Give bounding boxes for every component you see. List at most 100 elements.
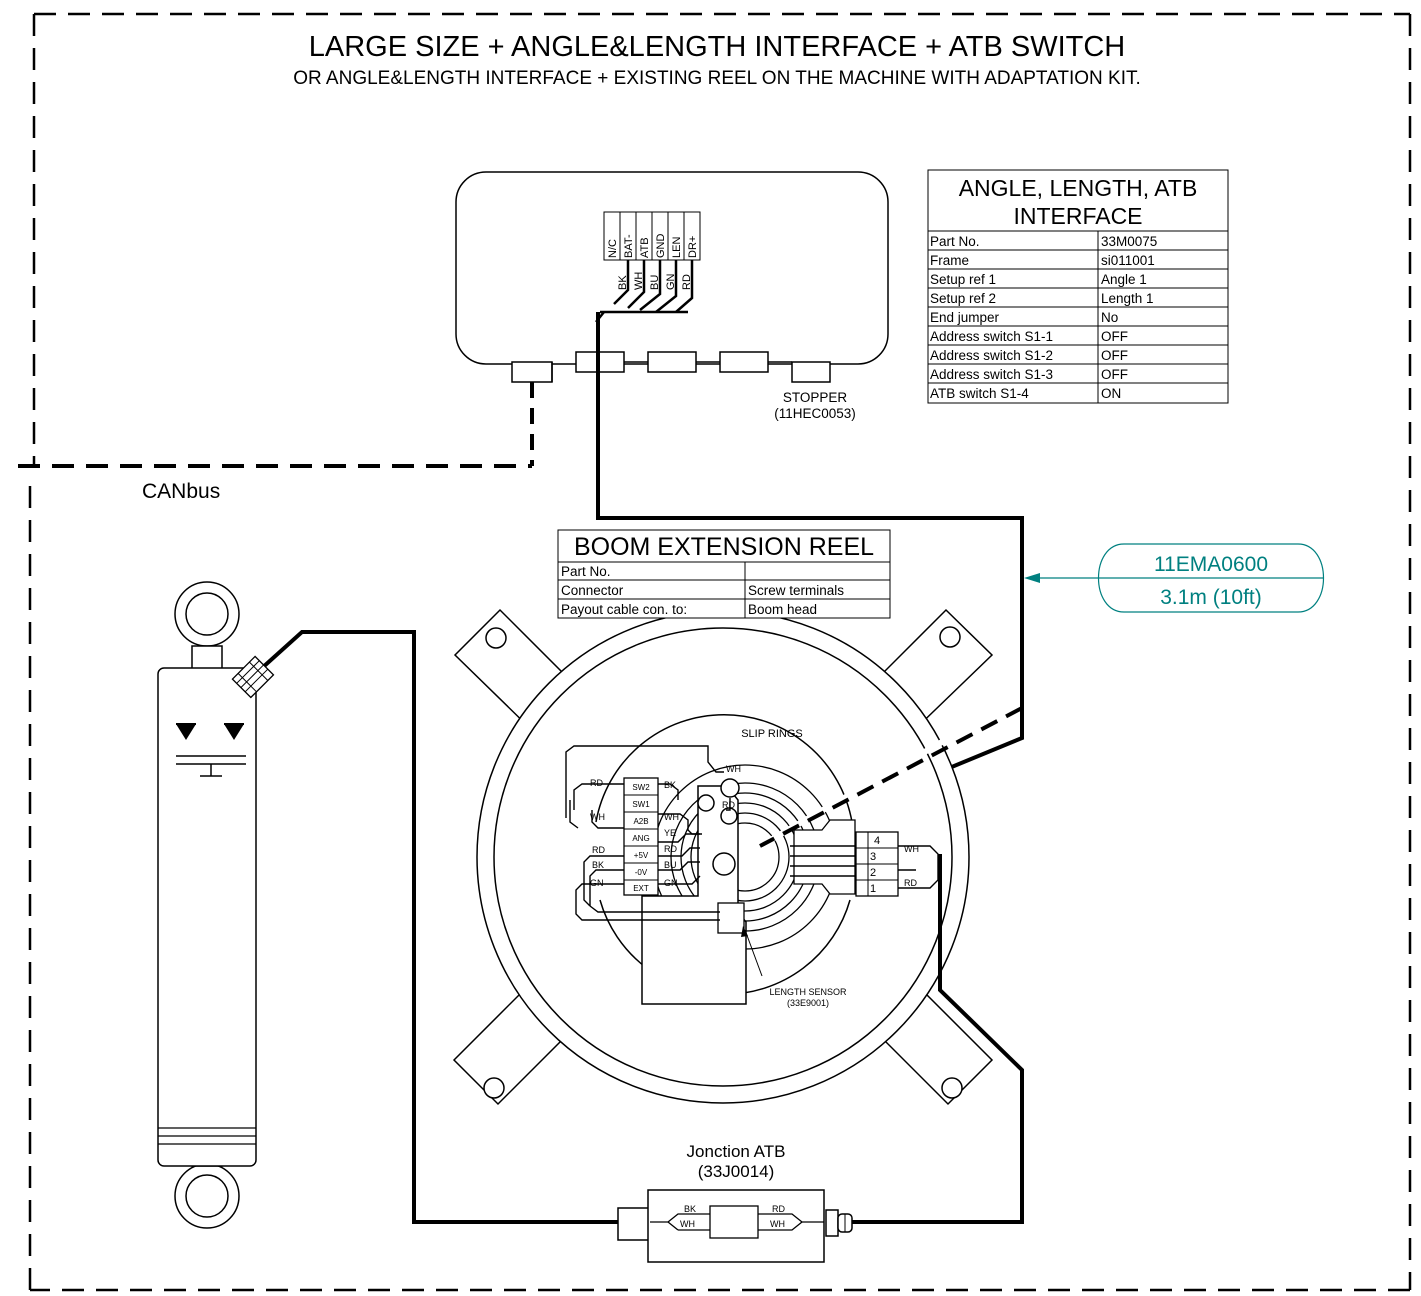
interface-wires (595, 260, 694, 323)
page-title: LARGE SIZE + ANGLE&LENGTH INTERFACE + AT… (309, 31, 1126, 63)
wire-label: GN (590, 878, 604, 888)
wire-label: BK (664, 780, 676, 790)
terminal-label: SW2 (632, 783, 650, 792)
table-cell: OFF (1101, 348, 1128, 363)
stopper (791, 361, 831, 383)
wire-label: RD (592, 845, 605, 855)
terminal-label: DR+ (687, 236, 699, 258)
interface-table: ANGLE, LENGTH, ATB INTERFACE Part No. 33… (927, 169, 1229, 404)
stopper-label: STOPPER (783, 390, 848, 405)
terminal-label: SW1 (632, 800, 650, 809)
internal-cable (759, 706, 1023, 848)
stopper-part: (11HEC0053) (774, 406, 856, 421)
reel-table-title: BOOM EXTENSION REEL (574, 533, 874, 561)
table-cell: Payout cable con. to: (561, 602, 687, 617)
junction-part: (33J0014) (698, 1162, 775, 1181)
canbus-label: CANbus (142, 480, 220, 503)
table-cell: si011001 (1101, 253, 1155, 268)
slip-rings-label: SLIP RINGS (741, 728, 803, 740)
wire-label: GN (665, 273, 677, 290)
wire-label: WH (633, 272, 645, 290)
wire-label: YE (664, 828, 676, 838)
wire-label: BK (617, 275, 629, 290)
wire-label: WH (664, 812, 679, 822)
table-cell: 33M0075 (1101, 234, 1157, 249)
table-cell: Screw terminals (748, 583, 844, 598)
terminal-label: BAT- (623, 234, 635, 258)
wire-label: BK (684, 1204, 696, 1214)
table-cell: Setup ref 1 (930, 272, 996, 287)
wire-label: WH (680, 1219, 695, 1229)
wire-label: BU (649, 275, 661, 290)
wire-label: RD (772, 1204, 785, 1214)
wire-label: RD (722, 800, 735, 810)
table-cell: Connector (561, 583, 624, 598)
terminal-label: GND (655, 234, 667, 259)
wire-label: BU (664, 860, 677, 870)
table-cell: ON (1101, 386, 1121, 401)
terminal-label: EXT (633, 884, 649, 893)
terminal-label: ANG (632, 834, 649, 843)
table-cell: Frame (930, 253, 969, 268)
table-cell: Address switch S1-3 (930, 367, 1053, 382)
cable-length: 3.1m (10ft) (1160, 586, 1262, 609)
terminal-label: A2B (633, 817, 648, 826)
ring-terminal-label: 4 (874, 835, 880, 847)
ring-terminal-block: 4 3 2 1 (855, 831, 899, 897)
terminal-label: -0V (635, 868, 648, 877)
ring-terminal-label: 1 (870, 883, 876, 895)
reel-table: BOOM EXTENSION REEL Part No. Connector S… (557, 529, 891, 619)
table-cell: Length 1 (1101, 291, 1154, 306)
junction-atb: BK WH RD WH (617, 1189, 853, 1263)
page-subtitle: OR ANGLE&LENGTH INTERFACE + EXISTING REE… (293, 68, 1141, 89)
table-cell: End jumper (930, 310, 1000, 325)
reel-internal-wires (565, 745, 939, 921)
canbus-connector (511, 361, 553, 383)
wire-label: RD (904, 878, 917, 888)
interface-housing (455, 171, 889, 365)
terminal-label: ATB (639, 237, 651, 258)
table-cell: Address switch S1-2 (930, 348, 1053, 363)
connector (719, 351, 769, 373)
length-sensor-part: (33E9001) (787, 998, 829, 1008)
table-cell: Address switch S1-1 (930, 329, 1053, 344)
wire-label: GN (664, 878, 678, 888)
connector (647, 351, 697, 373)
cable-callout: 11EMA0600 3.1m (10ft) (1024, 543, 1325, 613)
atb-switch-body (157, 667, 257, 1167)
table-cell: Part No. (930, 234, 980, 249)
wire-label: RD (590, 778, 603, 788)
length-sensor-label: LENGTH SENSOR (769, 987, 847, 997)
interface-table-title: INTERFACE (1013, 203, 1142, 229)
wire-label: WH (590, 812, 605, 822)
switch-junction-cable (260, 630, 620, 1224)
junction-label: Jonction ATB (687, 1142, 786, 1161)
wire-label: RD (664, 844, 677, 854)
wire-label: BK (592, 860, 604, 870)
length-sensor (717, 902, 745, 934)
table-cell: No (1101, 310, 1118, 325)
table-cell: OFF (1101, 329, 1128, 344)
table-cell: Boom head (748, 602, 817, 617)
terminal-block: SW2 SW1 A2B ANG +5V -0V EXT (623, 777, 659, 896)
wire-label: RD (681, 274, 693, 290)
reel-junction-cable (850, 854, 1024, 1224)
wire-label: WH (770, 1219, 785, 1229)
wire-label: WH (726, 764, 741, 774)
zone-border (28, 12, 1412, 1292)
terminal-label: +5V (634, 851, 649, 860)
cable-part-number: 11EMA0600 (1154, 553, 1268, 576)
atb-switch (157, 581, 275, 1229)
terminal-label: LEN (671, 237, 683, 258)
ring-terminal-label: 3 (870, 851, 876, 863)
table-cell: Part No. (561, 564, 611, 579)
table-cell: OFF (1101, 367, 1128, 382)
interface-table-title: ANGLE, LENGTH, ATB (959, 175, 1198, 201)
ring-terminal-label: 2 (870, 867, 876, 879)
wire-label: WH (904, 844, 919, 854)
table-cell: Setup ref 2 (930, 291, 996, 306)
interface-unit: N/C BAT- ATB GND LEN DR+ BK WH BU GN RD (455, 171, 889, 383)
table-cell: ATB switch S1-4 (930, 386, 1029, 401)
terminal-label: N/C (607, 239, 619, 258)
